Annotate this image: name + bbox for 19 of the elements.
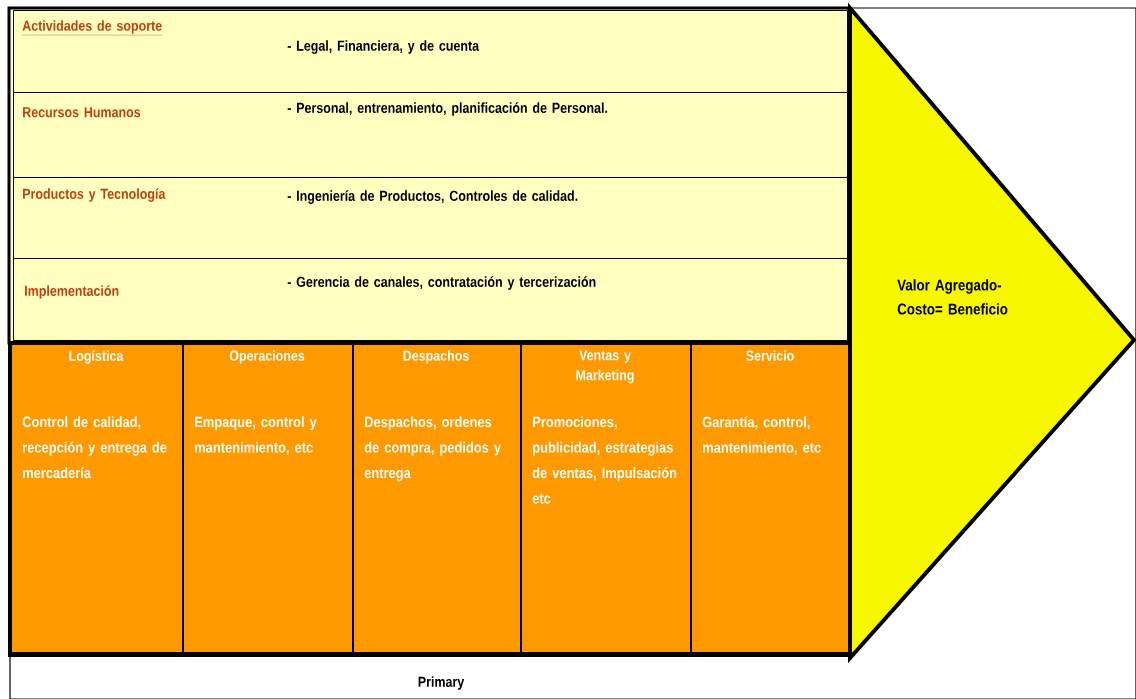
column-text: Despachos, ordenes de compra, pedidos y entrega [364,416,501,482]
row-text: - Personal, entrenamiento, planificación de Personal. [287,102,608,116]
column-heading: Logística [69,350,124,364]
column-text: Promociones, publicidad, estrategias de ventas, Impulsación etc [532,416,677,504]
row-heading: Implementación [25,285,119,299]
column-heading: Operaciones [229,350,305,364]
column-heading: Servicio [746,350,794,361]
row-heading: Actividades de soporte [22,20,163,36]
column-text: Garantía, control, mantenimiento, etc [702,416,821,455]
column-text: Control de calidad, recepción y entrega de mercadería [22,416,167,479]
section-label: Primary [418,676,465,690]
row-heading: Recursos Humanos [23,107,141,118]
column-text: Empaque, control y mantenimiento, etc [195,416,317,455]
row-text: - Legal, Financiera, y de cuenta [287,40,480,54]
row-text: - Gerencia de canales, contratación y tercerización [287,276,596,290]
column-heading: Despachos [403,350,469,364]
row-text: - Ingeniería de Productos, Controles de calidad. [287,190,578,204]
column-heading: Ventas y Marketing [576,350,634,384]
row-heading: Productos y Tecnología [23,188,166,202]
